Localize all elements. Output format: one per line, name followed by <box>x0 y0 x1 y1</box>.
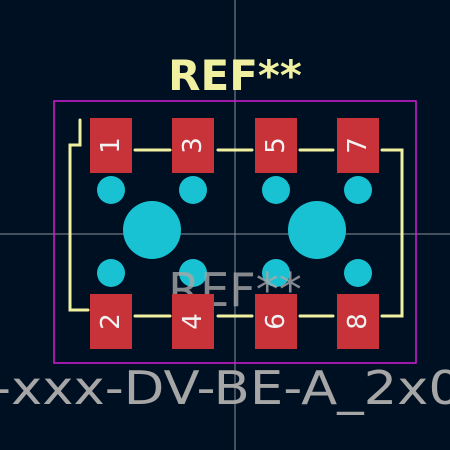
pad-5[interactable]: 5 <box>255 118 297 173</box>
pad-number-label: 2 <box>96 313 126 330</box>
small-hole[interactable] <box>179 259 207 287</box>
small-hole[interactable] <box>344 176 372 204</box>
silkscreen-outline[interactable] <box>68 118 404 318</box>
pad-6[interactable]: 6 <box>255 294 297 349</box>
silk-right-side <box>380 148 404 318</box>
pad-shape[interactable] <box>90 294 132 349</box>
pad-number-label: 1 <box>96 137 126 154</box>
pad-shape[interactable] <box>255 118 297 173</box>
small-hole[interactable] <box>262 176 290 204</box>
pad-shape[interactable] <box>172 118 214 173</box>
reference-designator[interactable]: REF** <box>168 51 302 100</box>
pad-number-label: 4 <box>178 313 208 330</box>
courtyard-outline[interactable] <box>53 100 417 364</box>
pad-number-label: 6 <box>261 313 291 330</box>
small-hole[interactable] <box>179 176 207 204</box>
pad-shape[interactable] <box>337 294 379 349</box>
pad-7[interactable]: 7 <box>337 118 379 173</box>
pad-1[interactable]: 1 <box>90 118 132 173</box>
pad-number-label: 3 <box>178 137 208 154</box>
pad-shape[interactable] <box>90 118 132 173</box>
small-hole[interactable] <box>344 259 372 287</box>
pad-shape[interactable] <box>337 118 379 173</box>
small-hole[interactable] <box>97 176 125 204</box>
pad-number-label: 5 <box>261 137 291 154</box>
pad-number-label: 8 <box>343 313 373 330</box>
pad-shape[interactable] <box>255 294 297 349</box>
pad-3[interactable]: 3 <box>172 118 214 173</box>
pad-8[interactable]: 8 <box>337 294 379 349</box>
pad-shape[interactable] <box>172 294 214 349</box>
footprint-value-text[interactable]: -xxx-DV-BE-A_2x0 <box>0 361 450 415</box>
pad-2[interactable]: 2 <box>90 294 132 349</box>
pads-top-row: 1 3 5 7 <box>90 118 379 173</box>
mounting-hole-right[interactable] <box>288 201 346 259</box>
silk-left-top-corner <box>68 118 90 312</box>
pad-4[interactable]: 4 <box>172 294 214 349</box>
pads-bottom-row: 2 4 6 8 <box>90 294 379 349</box>
pad-number-label: 7 <box>343 137 373 154</box>
mounting-hole-left[interactable] <box>123 201 181 259</box>
small-hole[interactable] <box>97 259 125 287</box>
small-hole[interactable] <box>262 259 290 287</box>
holes <box>97 176 372 287</box>
